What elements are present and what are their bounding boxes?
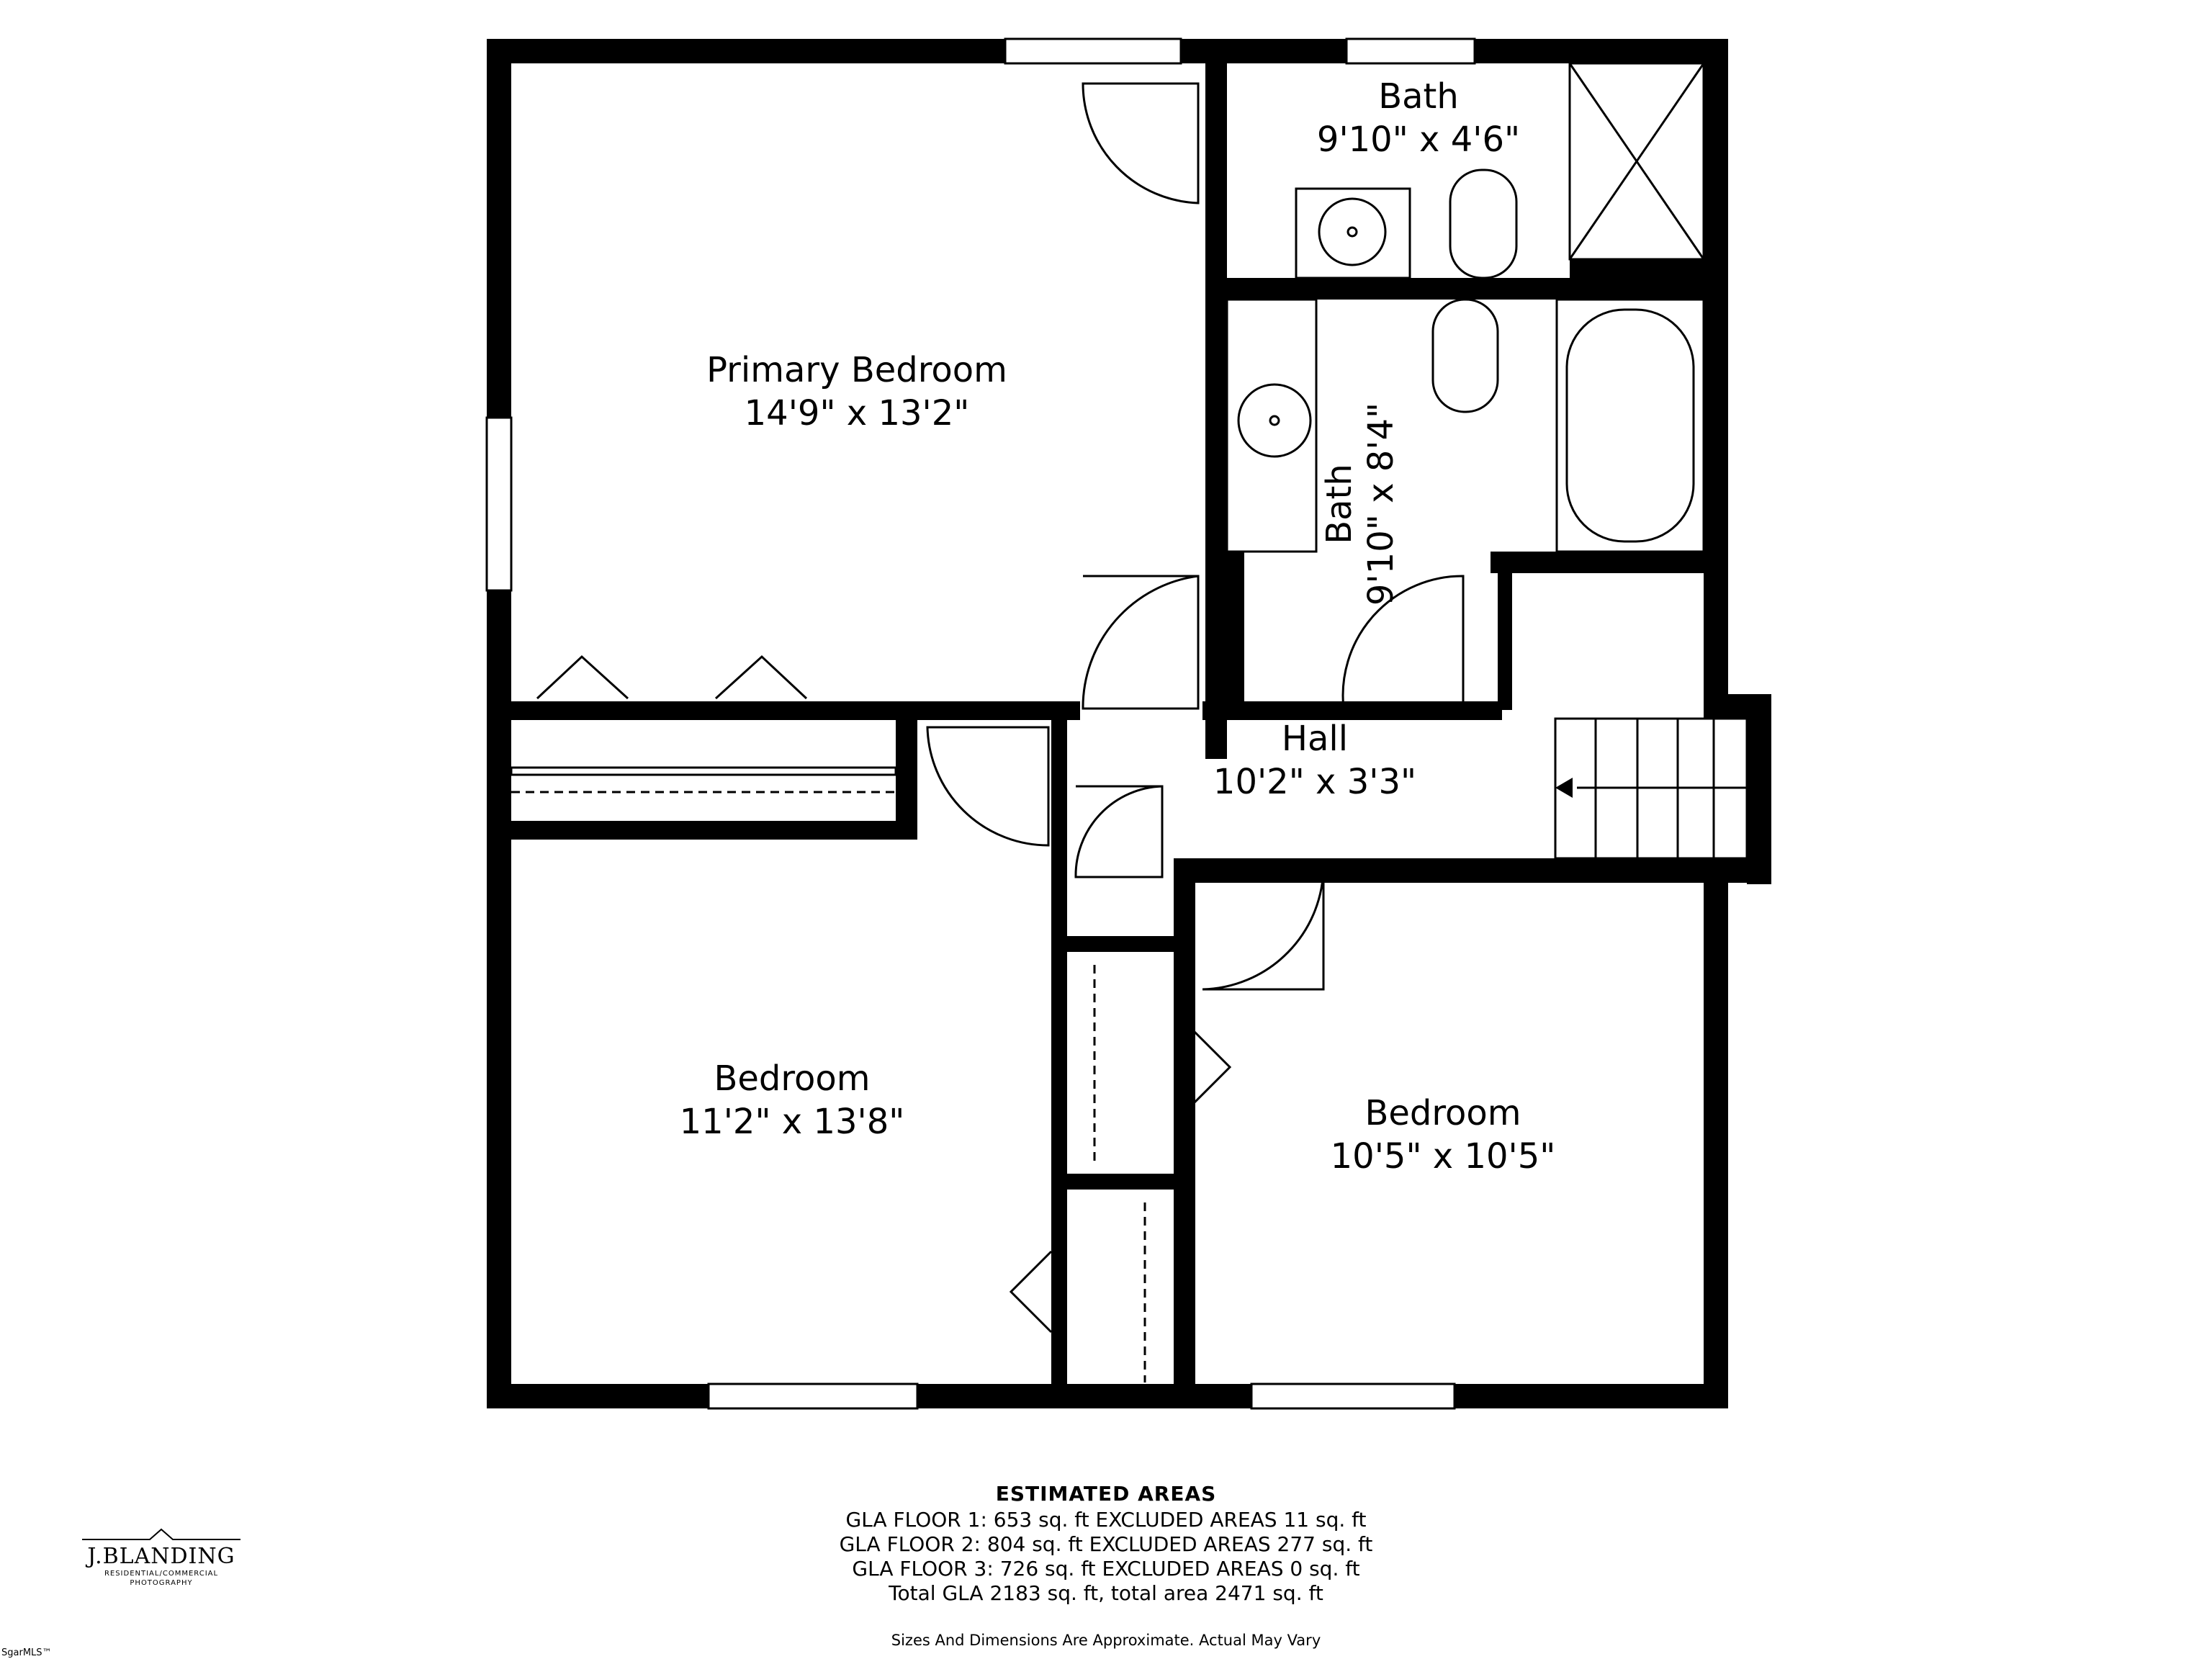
areas-note: Sizes And Dimensions Are Approximate. Ac… bbox=[891, 1632, 1321, 1649]
room-labels: Primary Bedroom 14'9" x 13'2" Bath 9'10"… bbox=[680, 76, 1556, 1177]
bedroom-left-name: Bedroom bbox=[714, 1058, 870, 1099]
walls bbox=[487, 39, 1771, 1408]
logo-name: J.BLANDING bbox=[87, 1544, 235, 1569]
bathroom-fixtures bbox=[1226, 62, 1705, 553]
stairs bbox=[1554, 717, 1748, 860]
hall-name: Hall bbox=[1282, 719, 1348, 759]
bath-upper-size: 9'10" x 4'6" bbox=[1317, 120, 1520, 160]
closet-doors bbox=[510, 655, 1232, 1334]
bedroom-right-name: Bedroom bbox=[1364, 1093, 1521, 1133]
bath-upper-name: Bath bbox=[1378, 76, 1459, 117]
logo-line-1: RESIDENTIAL/COMMERCIAL bbox=[104, 1570, 219, 1578]
doors bbox=[926, 82, 1465, 991]
bedroom-right-size: 10'5" x 10'5" bbox=[1331, 1136, 1556, 1177]
areas-line-total: Total GLA 2183 sq. ft, total area 2471 s… bbox=[889, 1581, 1323, 1605]
areas-line-floor-3: GLA FLOOR 3: 726 sq. ft EXCLUDED AREAS 0… bbox=[852, 1557, 1360, 1581]
house-roof-icon bbox=[82, 1528, 240, 1540]
mls-watermark: SgarMLS™ bbox=[1, 1647, 52, 1658]
bath-main-name: Bath bbox=[1319, 464, 1359, 544]
bedroom-left-size: 11'2" x 13'8" bbox=[680, 1102, 905, 1142]
areas-line-floor-1: GLA FLOOR 1: 653 sq. ft EXCLUDED AREAS 1… bbox=[845, 1508, 1367, 1532]
logo-line-2: PHOTOGRAPHY bbox=[130, 1579, 193, 1587]
stairs-arrow bbox=[1555, 778, 1573, 798]
areas-line-floor-2: GLA FLOOR 2: 804 sq. ft EXCLUDED AREAS 2… bbox=[839, 1532, 1373, 1556]
areas-title: ESTIMATED AREAS bbox=[995, 1482, 1217, 1506]
primary-bedroom-size: 14'9" x 13'2" bbox=[745, 393, 970, 433]
closet-dashes bbox=[511, 791, 1146, 1382]
bath-main-size: 9'10" x 8'4" bbox=[1361, 403, 1401, 606]
photographer-logo: J.BLANDING RESIDENTIAL/COMMERCIAL PHOTOG… bbox=[78, 1525, 245, 1588]
windows bbox=[485, 37, 1476, 1410]
hall-size: 10'2" x 3'3" bbox=[1213, 762, 1416, 802]
primary-bedroom-name: Primary Bedroom bbox=[706, 350, 1007, 390]
